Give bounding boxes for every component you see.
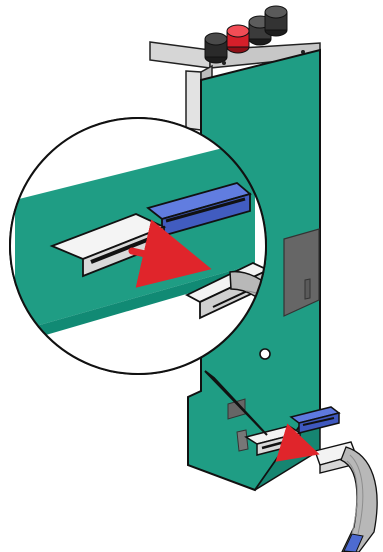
black-jack-3 [265,6,287,36]
red-jack [227,25,249,53]
black-jack-1 [205,33,227,63]
ribbon-cable [315,442,377,552]
